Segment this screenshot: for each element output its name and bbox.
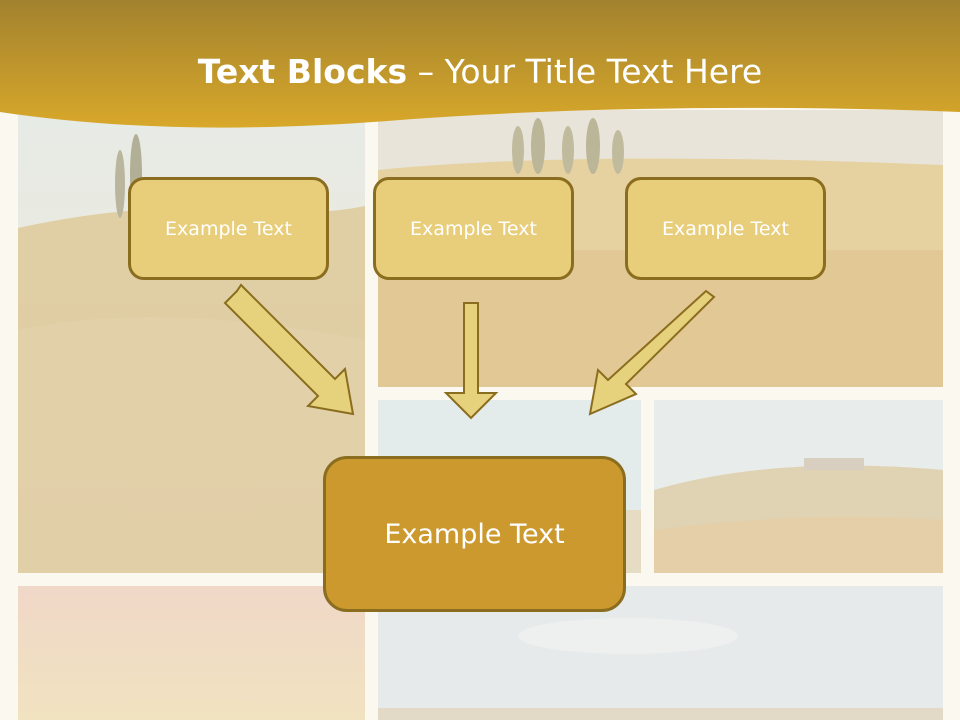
title-rest: Your Title Text Here [444, 52, 763, 91]
main-text-block-label: Example Text [384, 518, 565, 550]
text-block-2-label: Example Text [410, 217, 537, 240]
text-block-1-label: Example Text [165, 217, 292, 240]
header-banner [0, 0, 960, 128]
text-block-1[interactable]: Example Text [128, 177, 329, 280]
photo-sunset-field [18, 586, 365, 720]
slide-title: Text Blocks – Your Title Text Here [0, 52, 960, 91]
main-text-block[interactable]: Example Text [323, 456, 626, 612]
text-block-2[interactable]: Example Text [373, 177, 574, 280]
text-block-3[interactable]: Example Text [625, 177, 826, 280]
title-dash: – [407, 52, 445, 91]
photo-tuscan-village-hills [654, 400, 943, 573]
title-bold-part: Text Blocks [197, 52, 408, 91]
text-block-3-label: Example Text [662, 217, 789, 240]
